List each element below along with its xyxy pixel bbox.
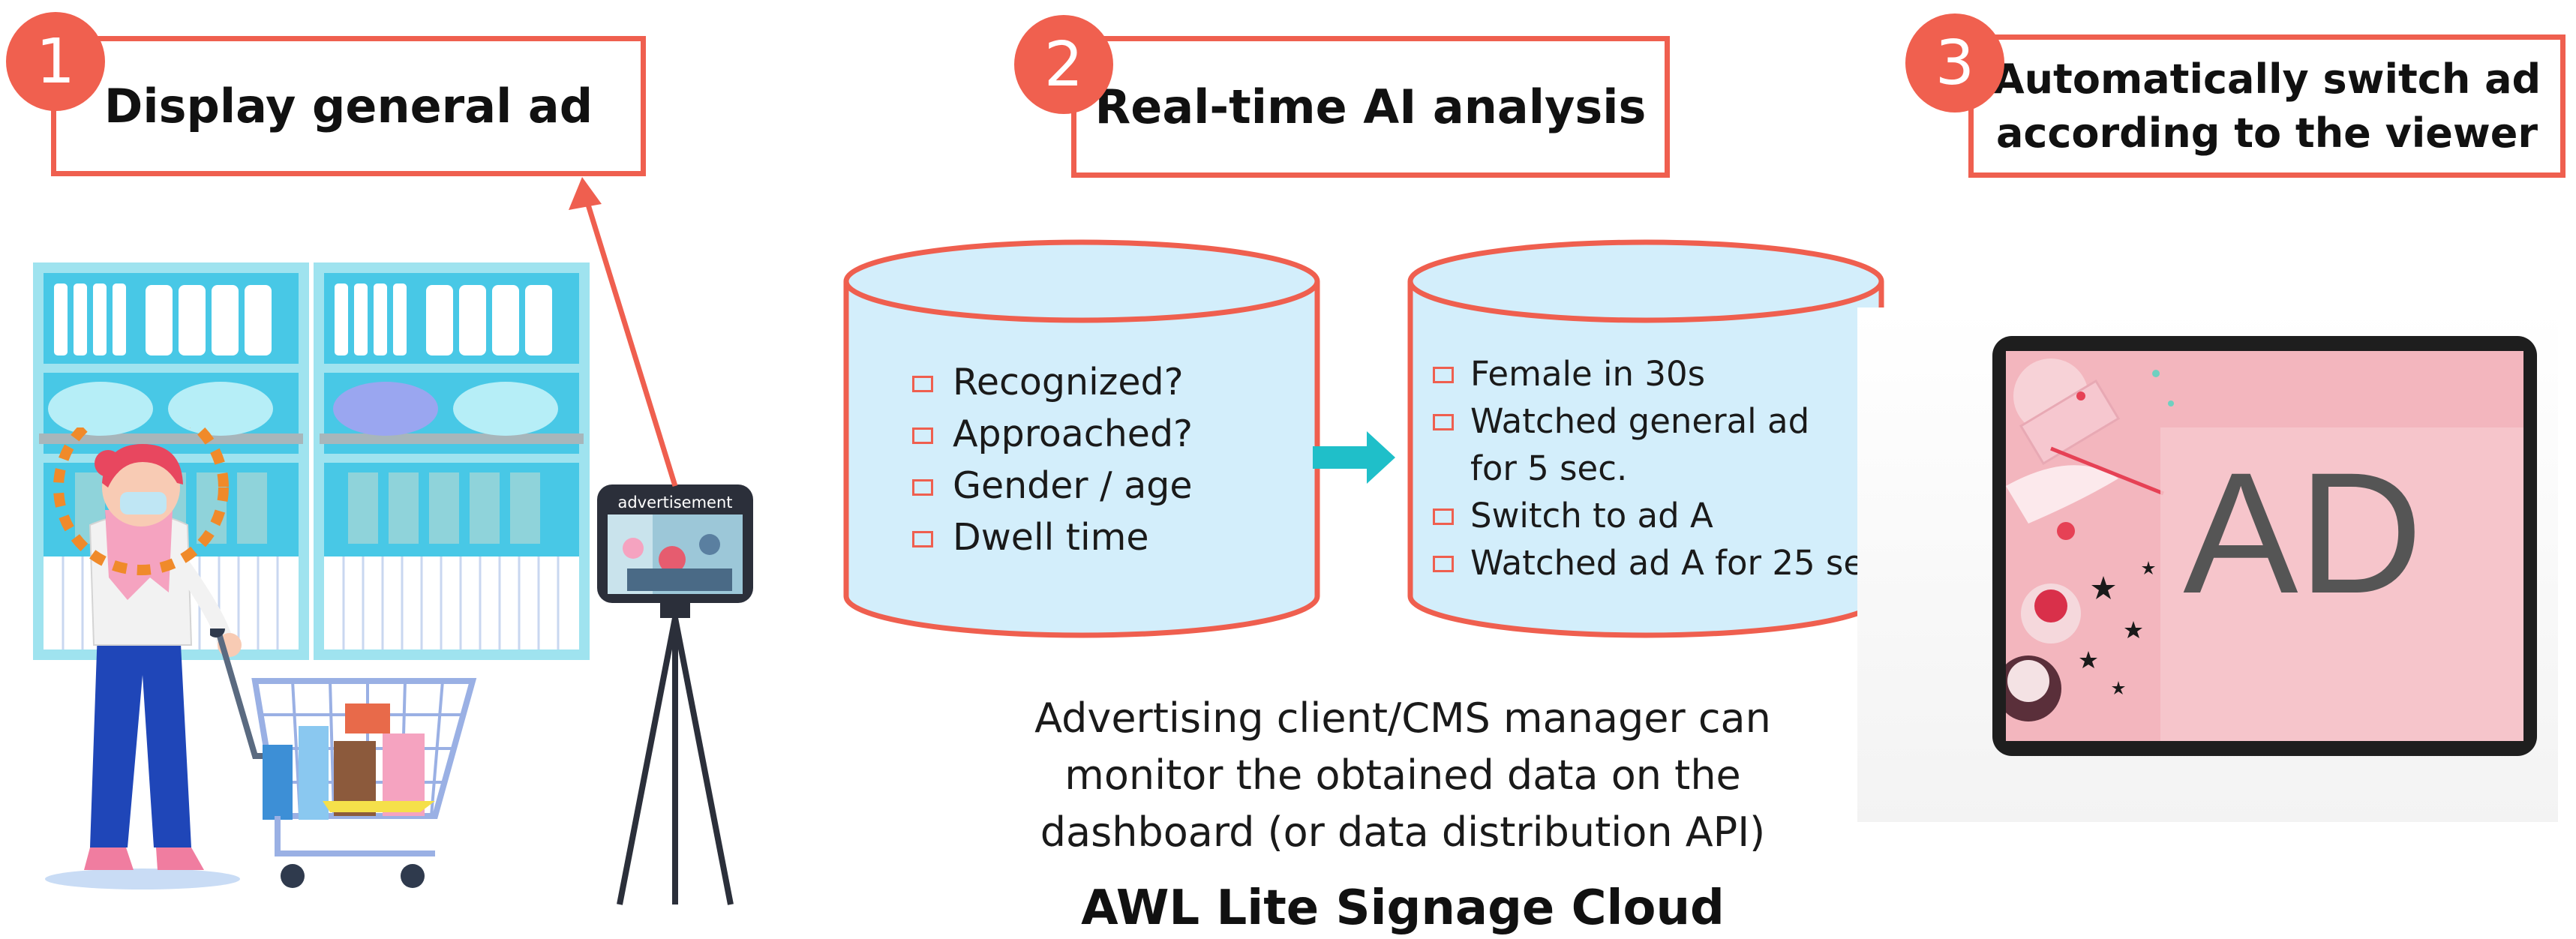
signage-label: advertisement	[617, 494, 733, 512]
signage-stand-icon: advertisement	[597, 484, 755, 912]
step-1-title: Display general ad	[104, 79, 593, 134]
step-2-badge: 2	[1014, 15, 1113, 114]
shopper-icon	[45, 428, 242, 890]
step-2-number: 2	[1043, 28, 1084, 100]
celebration-decor	[2006, 358, 2174, 722]
product-name: AWL Lite Signage Cloud	[1081, 880, 1725, 936]
caption-line-3: dashboard (or data distribution API)	[1040, 808, 1766, 856]
list-item: Watched general ad	[1433, 398, 1898, 445]
step-3-badge: 3	[1905, 14, 2004, 112]
flow-arrow	[1313, 431, 1395, 484]
step-3-title-box: Automatically switch ad according to the…	[1968, 34, 2565, 178]
analysis-right-list: Female in 30s Watched general ad for 5 s…	[1433, 350, 1898, 586]
signage-to-title-arrow	[569, 177, 678, 488]
dashboard-caption: Advertising client/CMS manager can monit…	[975, 690, 1830, 861]
step-1-number: 1	[35, 26, 76, 98]
step-1-title-box: Display general ad	[51, 36, 646, 176]
step-3-number: 3	[1935, 27, 1975, 99]
list-item: Dwell time	[912, 512, 1302, 563]
ad-text: AD	[2183, 436, 2423, 629]
shopping-cart-icon	[210, 628, 477, 888]
database-right	[1407, 239, 1884, 638]
database-left	[843, 239, 1320, 638]
list-item: Recognized?	[912, 356, 1302, 408]
list-item: Switch to ad A	[1433, 492, 1898, 539]
step-2-title-box: Real-time AI analysis	[1071, 36, 1670, 178]
step-3-title-line-2: according to the viewer	[1995, 109, 2538, 157]
list-item: for 5 sec.	[1470, 448, 1628, 488]
list-item: Gender / age	[912, 460, 1302, 512]
step-2-title: Real-time AI analysis	[1094, 80, 1647, 134]
tablet-screen: AD	[2006, 351, 2523, 741]
list-item: Approached?	[912, 408, 1302, 460]
ad-panel	[2160, 428, 2523, 741]
step-3-title-line-1: Automatically switch ad	[1992, 55, 2541, 103]
tablet-icon: AD	[1857, 308, 2558, 822]
caption-line-2: monitor the obtained data on the	[1064, 752, 1741, 799]
list-item: Female in 30s	[1433, 350, 1898, 398]
tablet-frame: AD	[1992, 336, 2537, 756]
shelf-right	[314, 262, 590, 660]
analysis-left-list: Recognized? Approached? Gender / age Dwe…	[912, 356, 1302, 563]
database-icon	[843, 239, 1884, 638]
caption-line-1: Advertising client/CMS manager can	[1034, 694, 1771, 742]
list-item: Watched ad A for 25 sec.	[1433, 539, 1898, 586]
step-1-badge: 1	[6, 12, 105, 111]
